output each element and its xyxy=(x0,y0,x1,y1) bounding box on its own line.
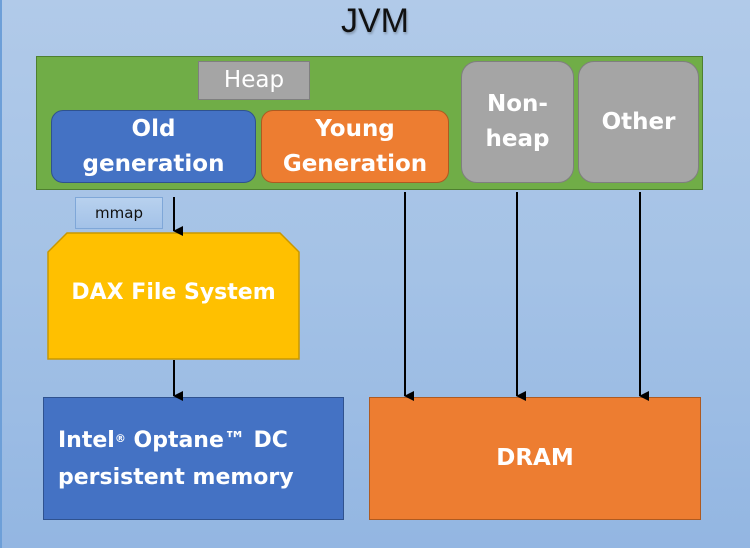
young-generation-box: Young Generation xyxy=(261,110,449,183)
optane-memory-box: Intel® Optane™ DC persistent memory xyxy=(43,397,344,520)
old-generation-box: Old generation xyxy=(51,110,256,183)
non-heap-line2: heap xyxy=(485,126,550,152)
optane-intel-text: Intel xyxy=(58,427,115,453)
mmap-label: mmap xyxy=(75,197,163,229)
other-label: Other xyxy=(601,108,676,135)
dax-file-system-box: DAX File System xyxy=(47,232,300,360)
optane-line1: Intel® Optane™ DC xyxy=(58,422,294,459)
heap-label: Heap xyxy=(198,61,310,100)
left-edge-line xyxy=(0,0,2,548)
registered-mark: ® xyxy=(114,431,126,445)
diagram-title: JVM xyxy=(341,2,409,40)
optane-product-text: Optane™ DC xyxy=(125,427,288,453)
optane-line2: persistent memory xyxy=(58,464,294,490)
young-generation-line2: Generation xyxy=(282,150,428,177)
other-box: Other xyxy=(578,61,699,183)
young-generation-line1: Young xyxy=(315,115,395,142)
non-heap-line1: Non- xyxy=(487,91,548,117)
dax-label: DAX File System xyxy=(71,280,276,305)
dax-shape xyxy=(47,232,300,360)
dram-label: DRAM xyxy=(496,445,574,471)
old-generation-line2: generation xyxy=(82,150,225,177)
non-heap-box: Non- heap xyxy=(461,61,574,183)
dram-box: DRAM xyxy=(369,397,701,520)
old-generation-line1: Old xyxy=(131,115,176,142)
